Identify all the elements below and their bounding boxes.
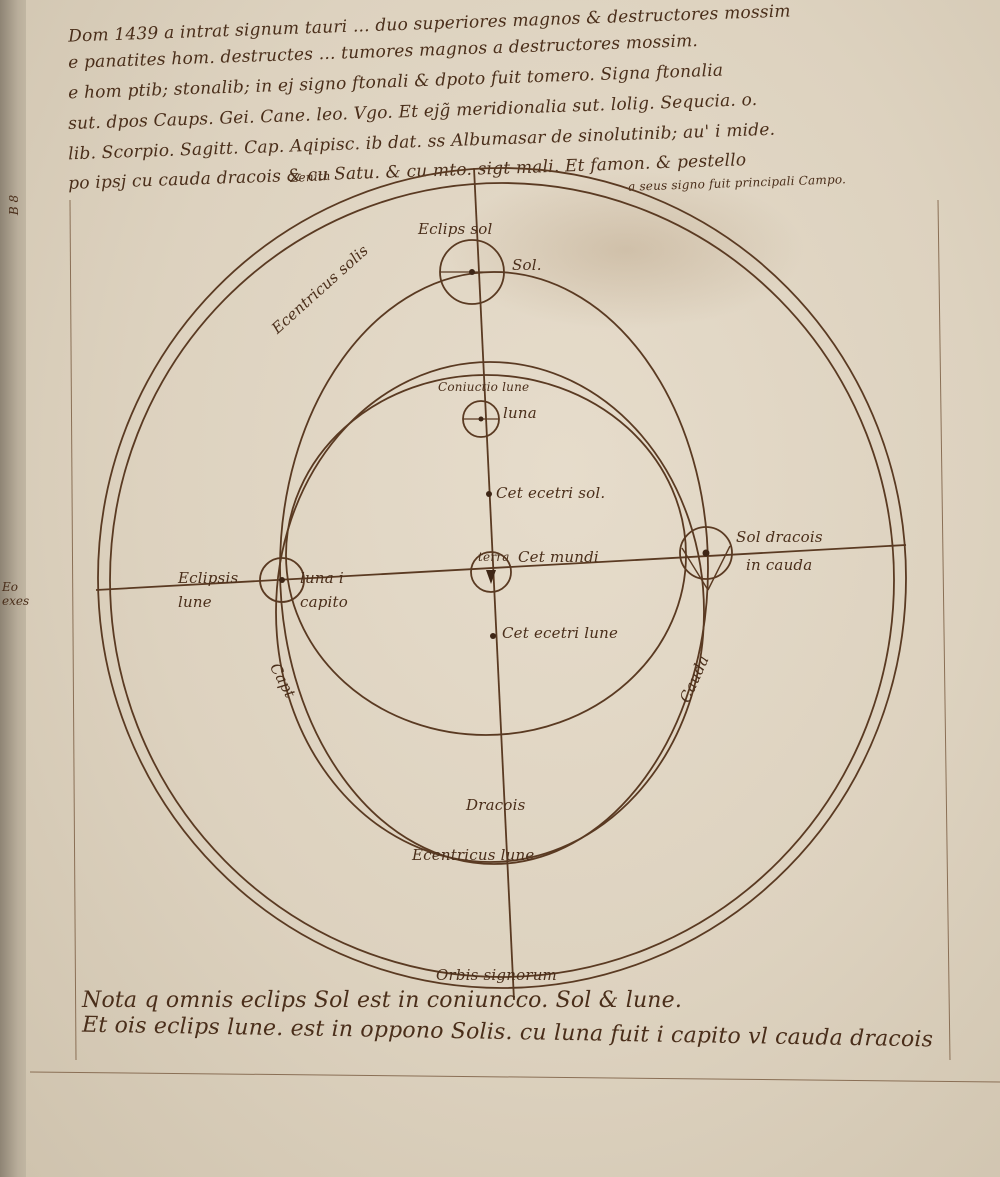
label-dracois: Dracois (466, 796, 526, 814)
label-orbis-signorum: Orbis signorum (436, 966, 557, 984)
label-centrum-ecentrici-sol: Cet ecetri sol. (496, 484, 606, 502)
label-eclipsis-lune: Eclipsis lune (178, 569, 239, 611)
label-eclipsis-sol: Eclips sol (418, 220, 493, 238)
orbis-signorum-outer-ring (97, 167, 907, 989)
orbis-signorum-inner-ring (109, 182, 895, 978)
vertical-axis (473, 167, 515, 1001)
centrum-ecentrici-solis-dot (486, 491, 492, 497)
label-terra: terra (478, 550, 510, 564)
ecentricus-lune-circle (275, 361, 705, 863)
centrum-ecentrici-lune-dot (490, 633, 496, 639)
right-ruling (937, 199, 951, 1061)
cauda-line-1 (681, 547, 709, 591)
label-sol-dracois: Sol dracois (736, 528, 823, 546)
label-zenith: Zenith (289, 168, 332, 186)
moon-capito-centre-dot (279, 577, 285, 583)
sun-cauda-circle (679, 526, 733, 580)
earth-circle (470, 551, 512, 593)
left-ruling (69, 199, 77, 1061)
label-sol-top: Sol. (512, 256, 542, 274)
bottom-ruling (29, 1071, 1000, 1083)
label-luna-in-capito: luna i capito (300, 569, 349, 611)
sun-top-centre-dot (469, 269, 475, 275)
label-centrum-ecentrici-lune: Cet ecetri lune (502, 624, 619, 642)
bottom-text-line-1: Nota q omnis eclips Sol est in coniuncco… (82, 988, 683, 1013)
label-coniunctio-lune: Coniuctio lune (438, 380, 530, 394)
moon-capito-circle (259, 557, 305, 603)
label-luna: luna (503, 404, 537, 422)
label-ecentricus-lune: Ecentricus lune (412, 846, 535, 864)
moon-centre-dot (478, 416, 484, 422)
earth-marker (486, 570, 496, 584)
cauda-line-2 (707, 545, 731, 591)
horizontal-axis (95, 544, 907, 591)
label-centrum-mundi: Cet mundi (518, 548, 599, 566)
label-in-cauda: in cauda (746, 556, 813, 574)
sun-cauda-centre-dot (702, 549, 710, 557)
